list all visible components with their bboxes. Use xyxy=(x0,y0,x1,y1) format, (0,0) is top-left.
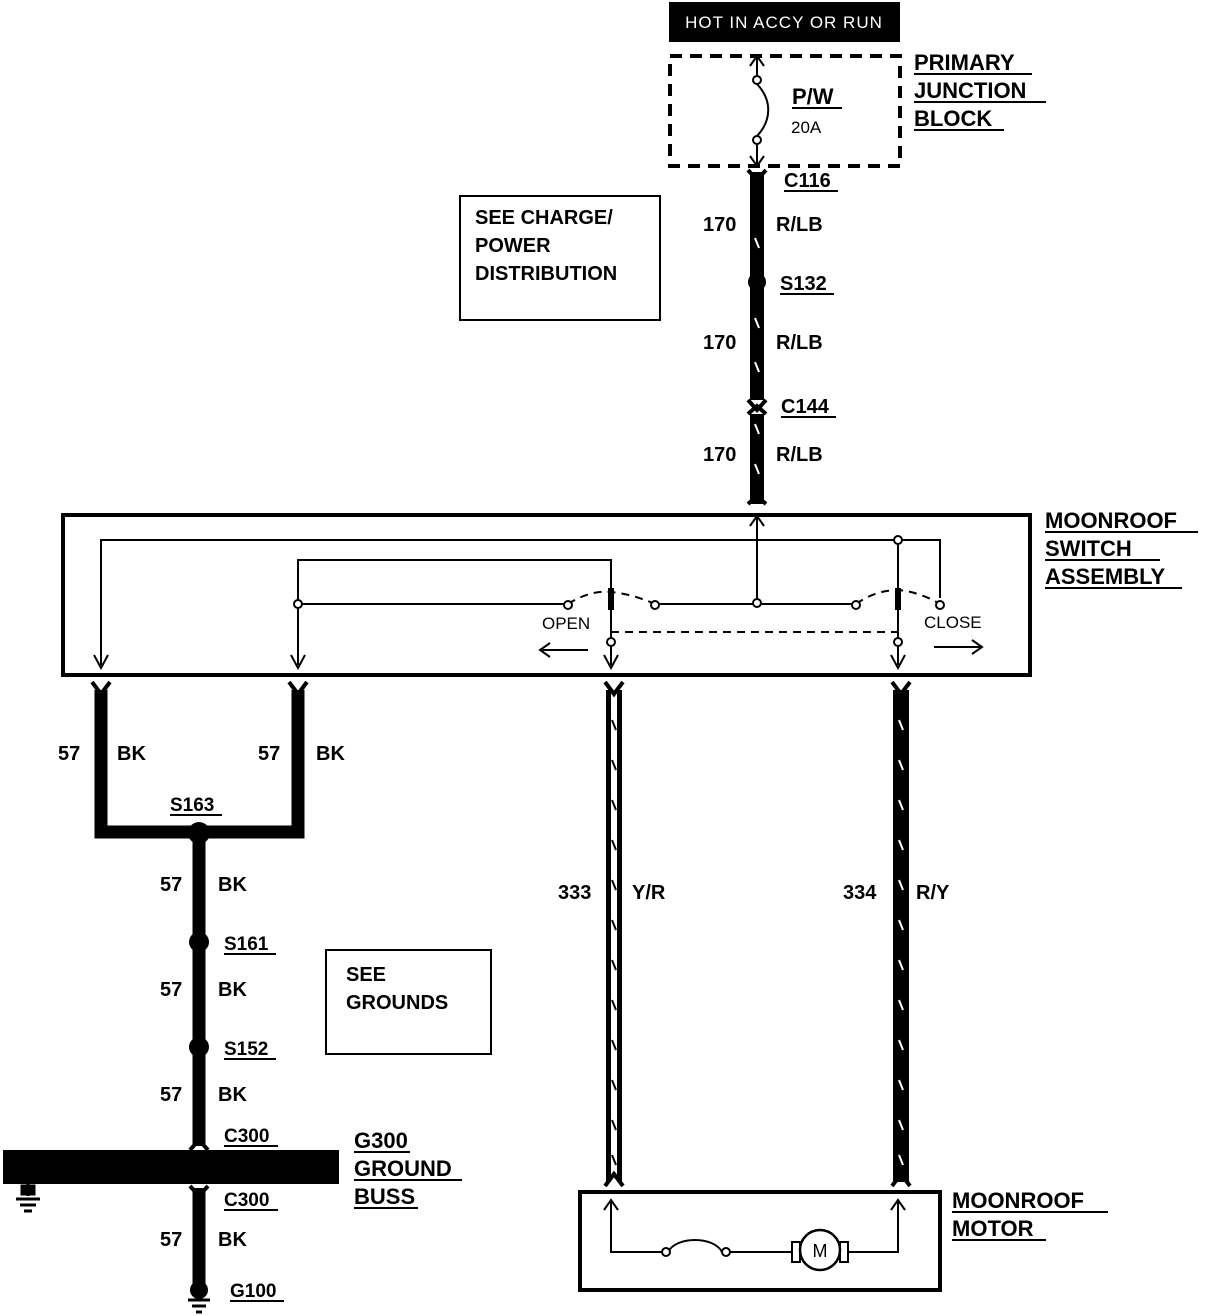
switch-close-label: CLOSE xyxy=(924,613,982,632)
wire-57-num-3: 57 xyxy=(160,874,182,896)
junction-block-label-1: PRIMARY xyxy=(914,50,1015,75)
ground-g100: G100 xyxy=(230,1281,276,1302)
hot-banner-label: HOT IN ACCY OR RUN xyxy=(685,13,883,32)
wire-333-color: Y/R xyxy=(632,882,666,904)
wire-57-color-6: BK xyxy=(218,1229,247,1251)
switch-lever-icons xyxy=(608,588,901,610)
wire-57-ground xyxy=(90,680,309,1288)
wire-57-num-1: 57 xyxy=(58,743,80,765)
motor-label-1: MOONROOF xyxy=(952,1188,1084,1213)
switch-dashed-linkage xyxy=(567,588,941,633)
wire-333 xyxy=(603,680,625,1188)
see-grounds-line-2: GROUNDS xyxy=(346,992,448,1014)
splice-s161: S161 xyxy=(224,934,269,955)
motor-icon: M xyxy=(791,1228,849,1272)
switch-open-label: OPEN xyxy=(542,614,590,633)
wire-334-color: R/Y xyxy=(916,882,950,904)
wire-170 xyxy=(746,168,768,506)
see-charge-line-3: DISTRIBUTION xyxy=(475,263,617,285)
switch-label-1: MOONROOF xyxy=(1045,508,1177,533)
splice-s152-dot xyxy=(189,1037,209,1057)
wire-170-num-1: 170 xyxy=(703,214,736,236)
see-charge-line-1: SEE CHARGE/ xyxy=(475,207,613,229)
ground-buss-bar xyxy=(3,1150,339,1184)
motor-label-2: MOTOR xyxy=(952,1216,1034,1241)
wire-170-num-3: 170 xyxy=(703,444,736,466)
connector-c144: C144 xyxy=(781,396,830,418)
wire-57-color-2: BK xyxy=(316,743,345,765)
splice-s163: S163 xyxy=(170,795,214,816)
motor-symbol: M xyxy=(813,1241,828,1261)
wire-170-color-1: R/LB xyxy=(776,214,823,236)
switch-contact-icons xyxy=(293,535,945,647)
fuse-rating: 20A xyxy=(791,118,822,137)
breaker-contact-icons xyxy=(661,1247,731,1257)
fuse-name: P/W xyxy=(792,84,834,109)
ground-g100-dot xyxy=(190,1281,208,1299)
hot-banner xyxy=(669,2,900,42)
ground-buss-label-3: BUSS xyxy=(354,1184,415,1209)
connector-c116: C116 xyxy=(784,170,831,192)
see-grounds-line-1: SEE xyxy=(346,964,386,986)
switch-label-2: SWITCH xyxy=(1045,536,1132,561)
fuse-icon xyxy=(749,54,770,168)
see-grounds-box xyxy=(325,949,492,1055)
ground-buss-label-2: GROUND xyxy=(354,1156,452,1181)
junction-block-label-3: BLOCK xyxy=(914,106,992,131)
wire-57-color-3: BK xyxy=(218,874,247,896)
switch-label-3: ASSEMBLY xyxy=(1045,564,1166,589)
see-charge-box xyxy=(459,195,661,321)
motor-box xyxy=(578,1190,942,1292)
ground-g100-icon xyxy=(188,1298,210,1314)
wire-57-num-5: 57 xyxy=(160,1084,182,1106)
wire-334-num: 334 xyxy=(843,882,877,904)
wire-57-num-2: 57 xyxy=(258,743,280,765)
wire-57-color-5: BK xyxy=(218,1084,247,1106)
splice-s132-dot xyxy=(748,273,766,291)
junction-block-label-2: JUNCTION xyxy=(914,78,1026,103)
switch-assembly-box xyxy=(61,513,1032,677)
wire-333-num: 333 xyxy=(558,882,591,904)
motor-internal-wiring xyxy=(603,1198,906,1253)
wire-170-color-2: R/LB xyxy=(776,332,823,354)
wire-57-num-4: 57 xyxy=(160,979,182,1001)
splice-s132: S132 xyxy=(780,273,827,295)
wire-170-num-2: 170 xyxy=(703,332,736,354)
splice-s161-dot xyxy=(189,932,209,952)
wire-57-color-4: BK xyxy=(218,979,247,1001)
wire-170-color-3: R/LB xyxy=(776,444,823,466)
wire-57-num-6: 57 xyxy=(160,1229,182,1251)
splice-s152: S152 xyxy=(224,1039,268,1060)
splice-s163-dot xyxy=(188,822,210,844)
connector-c300-top: C300 xyxy=(224,1126,269,1147)
see-charge-line-2: POWER xyxy=(475,235,551,257)
switch-internal-wiring xyxy=(93,514,984,671)
wire-57-color-1: BK xyxy=(117,743,146,765)
connector-c300-bottom: C300 xyxy=(224,1190,269,1211)
wire-334 xyxy=(890,680,912,1188)
ground-buss-label-1: G300 xyxy=(354,1128,408,1153)
ground-buss-icon xyxy=(16,1184,40,1213)
junction-block-outline xyxy=(668,54,902,168)
